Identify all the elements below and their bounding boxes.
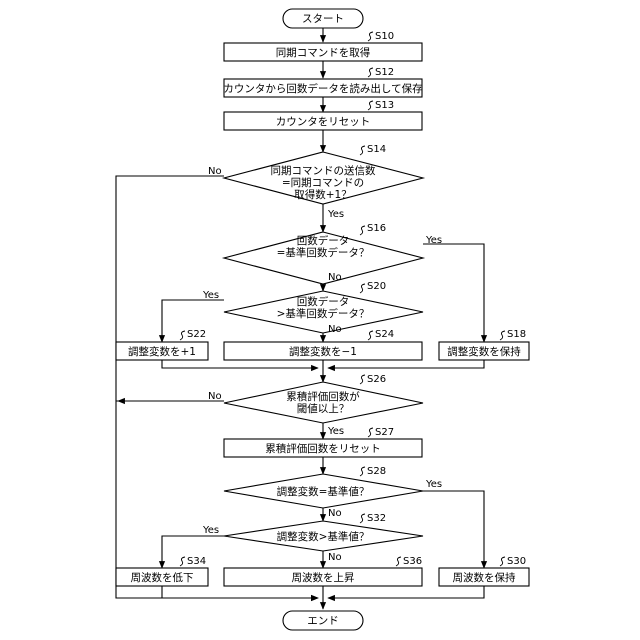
- decision-s32: 調整変数>基準値？: [224, 521, 423, 551]
- step-label-s28: S28: [367, 466, 386, 477]
- step-label-s24: S24: [375, 329, 394, 340]
- step-label-s36: S36: [403, 556, 422, 567]
- process-s12-label: カウンタから回数データを読み出して保存: [223, 82, 423, 95]
- connector-s22-merge: [162, 360, 318, 368]
- branch-s32-yes: Yes: [202, 525, 219, 536]
- decision-s16-line-1: 回数データ: [297, 234, 350, 247]
- process-s27: 累積評価回数をリセット: [224, 439, 422, 457]
- process-s22: 調整変数を+1: [116, 342, 208, 360]
- connector-s34-merge: [162, 586, 318, 598]
- connector-s16-yes-s18: [423, 244, 484, 342]
- step-label-s10: S10: [375, 31, 394, 42]
- connector-s30-merge: [328, 586, 484, 598]
- decision-s28-line-1: 調整変数=基準値？: [277, 485, 370, 498]
- start-label: スタート: [302, 13, 344, 25]
- process-s36-label: 周波数を上昇: [292, 571, 355, 584]
- step-label-s14: S14: [367, 144, 386, 155]
- connector-s28-yes-s30: [423, 491, 484, 568]
- process-s27-label: 累積評価回数をリセット: [265, 442, 381, 455]
- branch-s26-yes: Yes: [327, 426, 344, 437]
- decision-s26-line-1: 累積評価回数が: [286, 390, 360, 403]
- process-s24-label: 調整変数を−1: [289, 345, 357, 358]
- step-label-s20: S20: [367, 281, 386, 292]
- process-s34-label: 周波数を低下: [131, 571, 194, 584]
- branch-s28-yes: Yes: [425, 479, 442, 490]
- step-label-s27: S27: [375, 427, 394, 438]
- decision-s14-line-1: 同期コマンドの送信数: [271, 164, 376, 177]
- step-label-s13: S13: [375, 100, 394, 111]
- process-s22-label: 調整変数を+1: [128, 345, 196, 358]
- branch-s14-yes: Yes: [327, 209, 344, 220]
- step-label-s34: S34: [187, 556, 206, 567]
- decision-s14-line-2: =同期コマンドの: [282, 177, 364, 189]
- decision-s26-line-2: 閾値以上？: [297, 402, 350, 415]
- process-s12: カウンタから回数データを読み出して保存: [223, 79, 423, 97]
- branch-s20-yes: Yes: [202, 290, 219, 301]
- end-terminal: エンド: [283, 611, 363, 630]
- decision-s20: 回数データ >基準回数データ？: [224, 291, 423, 333]
- process-s10: 同期コマンドを取得: [224, 43, 422, 61]
- branch-s26-no: No: [208, 391, 222, 402]
- step-label-s16: S16: [367, 223, 386, 234]
- branch-s28-no: No: [328, 508, 342, 519]
- decision-s14: 同期コマンドの送信数 =同期コマンドの 取得数+1？: [224, 152, 423, 204]
- branch-s32-no: No: [328, 552, 342, 563]
- decision-s16: 回数データ =基準回数データ？: [224, 232, 423, 284]
- process-s24: 調整変数を−1: [224, 342, 422, 360]
- end-label: エンド: [307, 615, 339, 627]
- process-s18: 調整変数を保持: [439, 342, 529, 360]
- step-label-s22: S22: [187, 329, 206, 340]
- process-s30: 周波数を保持: [439, 568, 529, 586]
- decision-s16-line-2: =基準回数データ？: [277, 246, 370, 259]
- process-s34: 周波数を低下: [116, 568, 208, 586]
- process-s30-label: 周波数を保持: [453, 571, 516, 584]
- step-label-s12: S12: [375, 67, 394, 78]
- decision-s14-line-3: 取得数+1？: [294, 188, 351, 201]
- decision-s20-line-2: >基準回数データ？: [277, 307, 370, 320]
- process-s13: カウンタをリセット: [224, 112, 422, 130]
- step-label-s18: S18: [507, 329, 526, 340]
- process-s18-label: 調整変数を保持: [447, 345, 521, 358]
- decision-s28: 調整変数=基準値？: [224, 474, 423, 508]
- branch-s16-no: No: [328, 272, 342, 283]
- connector-s14-no-loop: [116, 176, 224, 401]
- step-label-s32: S32: [367, 513, 386, 524]
- branch-s20-no: No: [328, 324, 342, 335]
- step-label-s26: S26: [367, 374, 386, 385]
- start-terminal: スタート: [283, 9, 363, 28]
- decision-s20-line-1: 回数データ: [297, 295, 350, 308]
- branch-s14-no: No: [208, 166, 222, 177]
- process-s10-label: 同期コマンドを取得: [276, 47, 371, 59]
- connector-s18-merge: [328, 360, 484, 368]
- decision-s26: 累積評価回数が 閾値以上？: [224, 382, 423, 423]
- decision-s32-line-1: 調整変数>基準値？: [277, 530, 370, 543]
- process-s13-label: カウンタをリセット: [276, 116, 371, 128]
- process-s36: 周波数を上昇: [224, 568, 422, 586]
- step-label-s30: S30: [507, 556, 526, 567]
- branch-s16-yes: Yes: [425, 235, 442, 246]
